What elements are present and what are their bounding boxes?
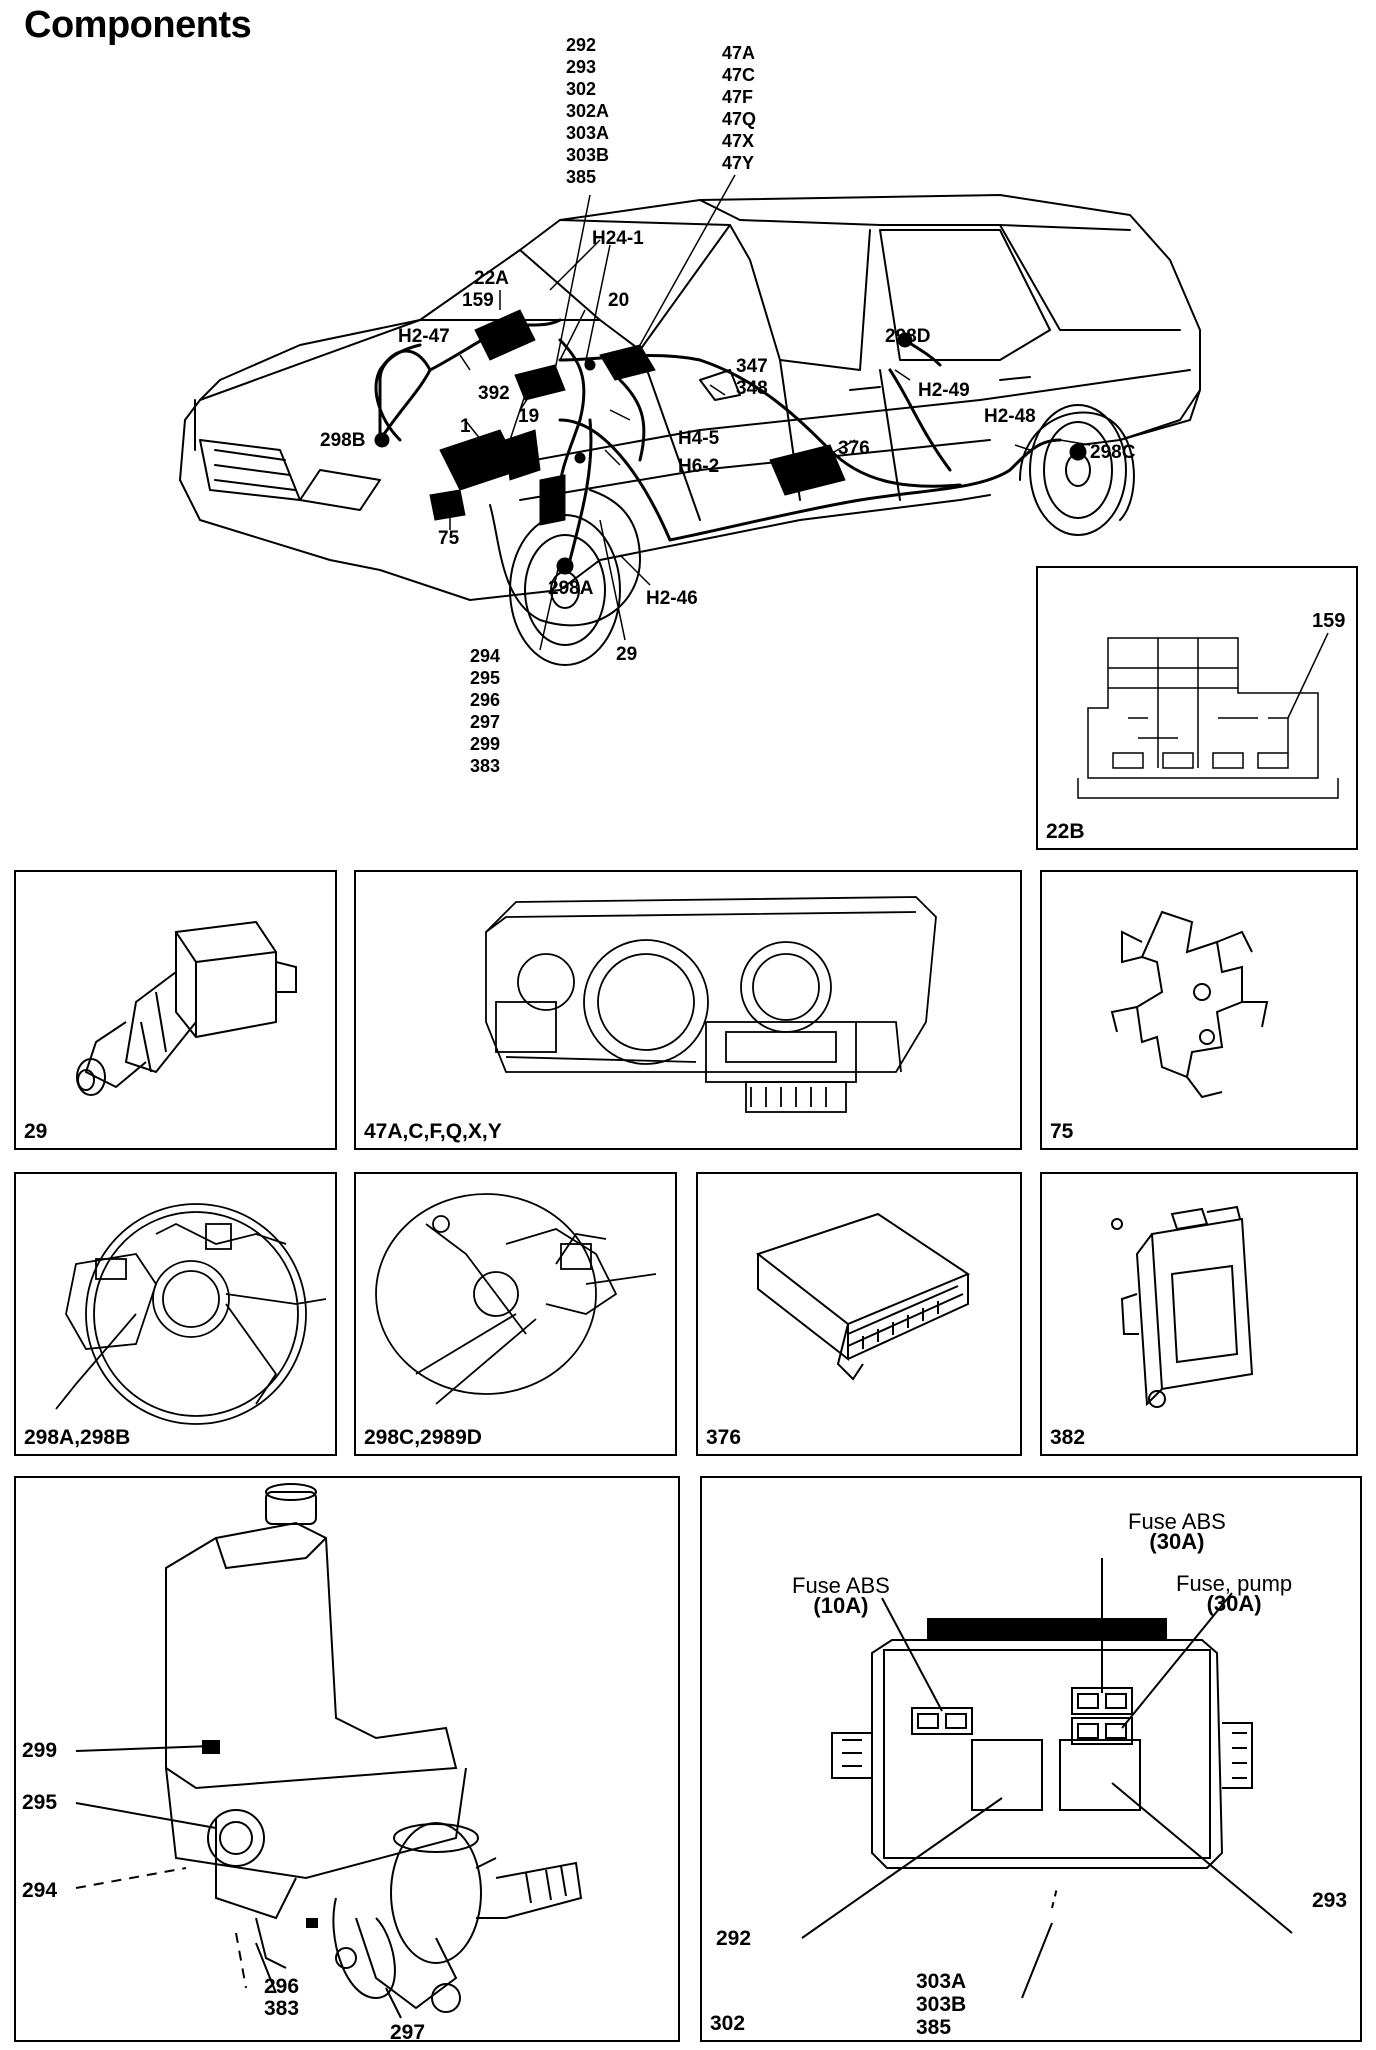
callout: 294 xyxy=(470,646,501,666)
callout-22a: 22A xyxy=(474,268,509,289)
callout: 385 xyxy=(566,167,597,187)
fusebox-callout-292: 292 xyxy=(716,1927,752,1950)
callout-h2-49: H2-49 xyxy=(918,380,970,401)
callout-h2-47: H2-47 xyxy=(398,326,450,347)
callout: 302A xyxy=(566,101,610,121)
callout-20: 20 xyxy=(608,290,630,311)
callout-159: 159 xyxy=(462,290,494,311)
panel-382: 382 xyxy=(1040,1172,1358,1456)
pump-callout-294: 294 xyxy=(22,1879,58,1902)
callout: 47Y xyxy=(722,153,755,173)
callout-19: 19 xyxy=(518,406,540,427)
callout: 303B xyxy=(916,1993,967,2016)
callout: 296 xyxy=(470,690,501,710)
callout-h24-1: H24-1 xyxy=(592,228,644,249)
panel-22b-callout-159: 159 xyxy=(1312,610,1346,632)
callout: 47A xyxy=(722,43,756,63)
callout: 292 xyxy=(566,35,597,55)
callout-298c: 298C xyxy=(1090,442,1136,463)
panel-75-label: 75 xyxy=(1050,1120,1074,1143)
callout-h2-48: H2-48 xyxy=(984,406,1036,427)
fusebox-callout-293: 293 xyxy=(1312,1889,1348,1912)
panel-376: 376 xyxy=(696,1172,1022,1456)
fuse-abs-30a-label: Fuse ABS (30A) xyxy=(1128,1509,1226,1554)
panel-298ab-label: 298A,298B xyxy=(24,1426,131,1449)
instrument-cluster-drawing xyxy=(485,896,937,1113)
fuse-abs-10a-amp: (10A) xyxy=(813,1593,869,1618)
panel-298ab: 298A,298B xyxy=(14,1172,337,1456)
pump-callout-297: 297 xyxy=(390,2021,426,2044)
panel-pump: 299 295 294 296 383 297 xyxy=(14,1476,680,2044)
callout-75: 75 xyxy=(438,528,460,549)
callout: 47F xyxy=(722,87,754,107)
callout: 47X xyxy=(722,131,755,151)
pump-callout-383: 383 xyxy=(264,1997,300,2020)
panel-75: 75 xyxy=(1040,870,1358,1150)
car-wiring-diagram xyxy=(179,174,1201,666)
callout: 295 xyxy=(470,668,501,688)
callout: 385 xyxy=(916,2016,952,2039)
panel-302: Fuse ABS (10A) Fuse ABS (30A) Fuse, pump… xyxy=(700,1476,1362,2042)
callout-298d: 298D xyxy=(885,326,931,347)
callout-h6-2: H6-2 xyxy=(678,456,720,477)
hydraulic-unit-drawing xyxy=(75,1483,583,2019)
relay-382-drawing xyxy=(1111,1205,1254,1408)
callout-347: 347 xyxy=(736,356,768,377)
panel-298cd: 298C,2989D xyxy=(354,1172,677,1456)
callout-298a: 298A xyxy=(548,578,594,599)
panel-22b: 159 22B xyxy=(1036,566,1358,850)
callout-stack-47: 47A 47C 47F 47Q 47X 47Y xyxy=(722,42,756,174)
callout-stack-292: 292 293 302 302A 303A 303B 385 xyxy=(566,34,609,188)
callout: 47Q xyxy=(722,109,757,129)
panel-47-label: 47A,C,F,Q,X,Y xyxy=(364,1120,502,1143)
panel-376-label: 376 xyxy=(706,1426,742,1449)
fuse-abs-10a-label: Fuse ABS (10A) xyxy=(792,1573,890,1618)
front-sensor-drawing xyxy=(55,1203,327,1425)
callout-298b: 298B xyxy=(320,430,366,451)
callout-392: 392 xyxy=(478,383,510,404)
callout: 299 xyxy=(470,734,501,754)
panel-22b-label: 22B xyxy=(1046,820,1085,843)
callout: 303A xyxy=(566,123,610,143)
switch-29-drawing xyxy=(76,920,297,1096)
control-module-376-drawing xyxy=(755,1212,971,1381)
fusebox-callout-stack: 303A 303B 385 xyxy=(916,1970,966,2039)
callout-1: 1 xyxy=(460,416,471,437)
callout: 293 xyxy=(566,57,597,77)
relay-box-drawing xyxy=(1077,632,1339,799)
callout: 303A xyxy=(916,1970,967,1993)
callout: 383 xyxy=(470,756,501,776)
panel-47: 47A,C,F,Q,X,Y xyxy=(354,870,1022,1150)
fuse-pump-30a-label: Fuse, pump (30A) xyxy=(1176,1571,1293,1616)
fuse-pump-30a-name: Fuse, pump xyxy=(1176,1571,1293,1596)
fuse-box-drawing xyxy=(801,1558,1293,1999)
callout: 303B xyxy=(566,145,610,165)
pump-callout-296: 296 xyxy=(264,1975,300,1998)
panel-29-label: 29 xyxy=(24,1120,48,1143)
callout: 302 xyxy=(566,79,597,99)
callout: 297 xyxy=(470,712,501,732)
rear-sensor-drawing xyxy=(375,1193,657,1405)
fuse-pump-30a-amp: (30A) xyxy=(1206,1591,1262,1616)
fuse-abs-30a-name: Fuse ABS xyxy=(1128,1509,1226,1534)
callout-348: 348 xyxy=(736,378,768,399)
page-title: Components xyxy=(24,4,252,46)
panel-29: 29 xyxy=(14,870,337,1150)
fuse-abs-10a-name: Fuse ABS xyxy=(792,1573,890,1598)
pump-callout-295: 295 xyxy=(22,1791,58,1814)
callout-h4-5: H4-5 xyxy=(678,428,720,449)
callout-29: 29 xyxy=(616,644,638,665)
callout-h2-46: H2-46 xyxy=(646,588,698,609)
panel-382-label: 382 xyxy=(1050,1426,1086,1449)
fuse-abs-30a-amp: (30A) xyxy=(1149,1529,1205,1554)
bracket-75-drawing xyxy=(1110,910,1269,1099)
panel-302-label: 302 xyxy=(710,2012,746,2035)
callout-376: 376 xyxy=(838,438,870,459)
panel-298cd-label: 298C,2989D xyxy=(364,1426,482,1449)
callout: 47C xyxy=(722,65,756,85)
pump-callout-299: 299 xyxy=(22,1739,58,1762)
callout-stack-294: 294 295 296 297 299 383 xyxy=(470,645,500,777)
